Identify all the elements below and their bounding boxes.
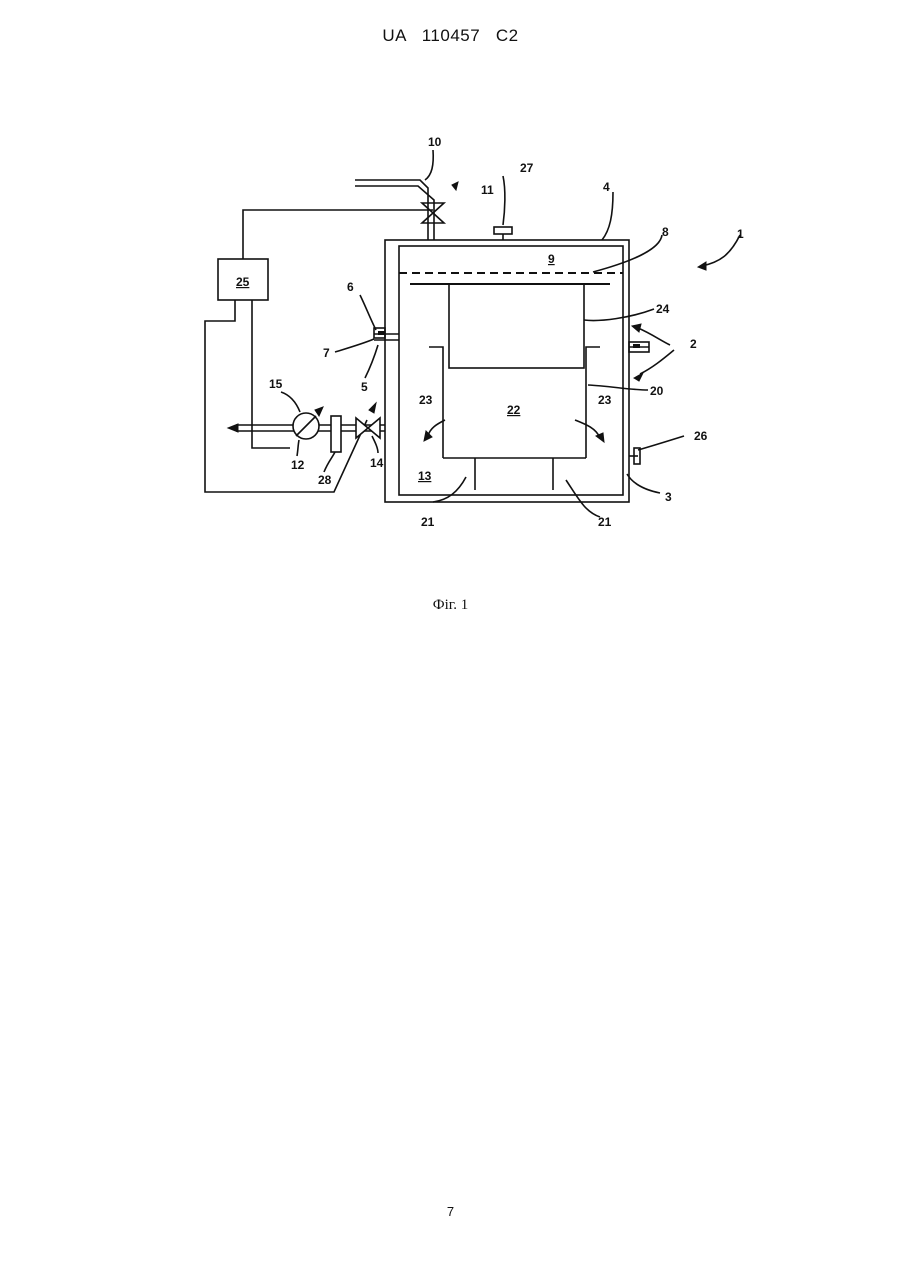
label-13: 13 <box>418 469 432 483</box>
label-14: 14 <box>370 456 384 470</box>
label-10: 10 <box>428 135 442 149</box>
label-1: 1 <box>737 227 744 241</box>
label-22: 22 <box>507 403 521 417</box>
label-15: 15 <box>269 377 283 391</box>
patent-figure-diagram: 10 11 27 4 8 1 9 25 6 24 2 7 5 15 20 23 … <box>0 0 901 640</box>
label-28: 28 <box>318 473 332 487</box>
vessel-outer-wall <box>385 240 629 502</box>
label-23-right: 23 <box>598 393 612 407</box>
label-4: 4 <box>603 180 610 194</box>
label-21-right: 21 <box>598 515 612 529</box>
label-26: 26 <box>694 429 708 443</box>
valve-11 <box>422 203 444 213</box>
label-8: 8 <box>662 225 669 239</box>
label-11: 11 <box>481 183 494 197</box>
figure-caption: Фіг. 1 <box>0 597 901 614</box>
label-2: 2 <box>690 337 697 351</box>
label-20: 20 <box>650 384 664 398</box>
label-7: 7 <box>323 346 330 360</box>
page-number: 7 <box>0 1204 901 1219</box>
label-24: 24 <box>656 302 670 316</box>
label-27: 27 <box>520 161 534 175</box>
label-5: 5 <box>361 380 368 394</box>
control-line-bottom <box>205 300 367 492</box>
label-6: 6 <box>347 280 354 294</box>
product-block <box>449 284 584 368</box>
flow-arrow-right <box>575 420 600 438</box>
label-3: 3 <box>665 490 672 504</box>
filter-28 <box>331 416 341 452</box>
label-25: 25 <box>236 275 250 289</box>
control-line-top <box>243 210 433 259</box>
label-12: 12 <box>291 458 305 472</box>
label-23-left: 23 <box>419 393 433 407</box>
label-9: 9 <box>548 252 555 266</box>
sensor-27 <box>494 227 512 234</box>
label-21-left: 21 <box>421 515 435 529</box>
